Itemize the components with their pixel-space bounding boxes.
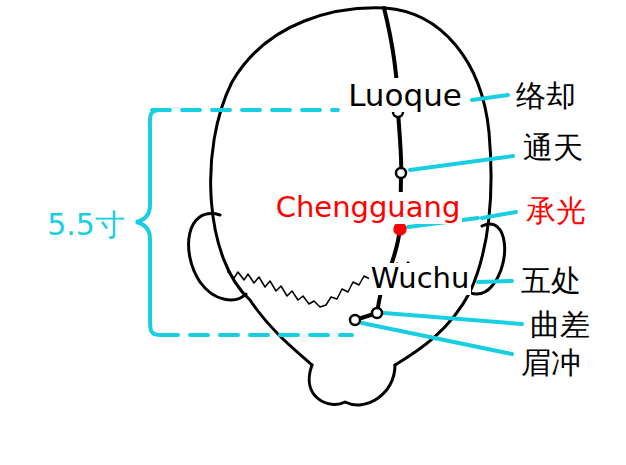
acupoint [350,315,360,325]
point-name-zh: 曲差 [528,308,592,341]
acupoint-highlight [395,224,406,235]
leader-line [478,281,512,282]
leader-line [472,95,508,100]
point-name-en-highlight: Chengguang [274,192,463,224]
acupoint [372,308,382,318]
head-outline [211,8,491,365]
measure-dash [160,333,352,337]
left-ear [189,214,246,300]
point-name-zh: 通天 [521,131,585,164]
point-name-zh: 眉冲 [519,346,583,379]
measure-brace [136,110,160,335]
neck [309,365,395,405]
leader-line [482,212,516,218]
leader-line [410,156,513,170]
leader-line [384,313,522,324]
point-name-zh-highlight: 承光 [524,194,588,227]
leader-line [362,323,512,354]
point-name-en: Wuchu [369,263,472,295]
point-name-en: Luoque [346,78,464,112]
acupoint [396,168,406,178]
point-name-zh: 络却 [514,79,578,112]
measure-label: 5.5寸 [45,208,127,241]
point-name-zh: 五处 [519,264,583,297]
measure-dash [152,108,338,112]
